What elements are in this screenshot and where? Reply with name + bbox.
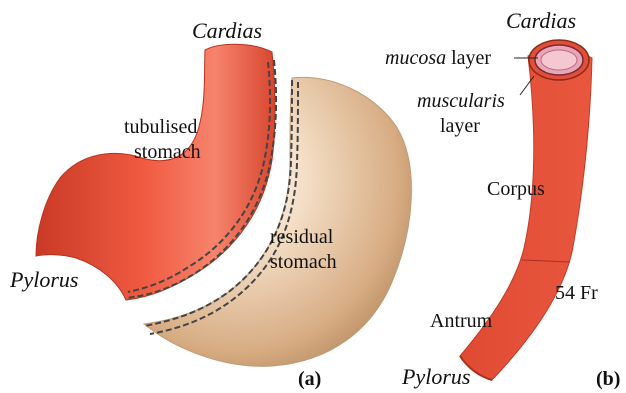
antrum-label: Antrum bbox=[430, 310, 493, 332]
muscularis-label-line2: layer bbox=[440, 115, 480, 137]
mucosa-label-italic: mucosa bbox=[385, 47, 446, 69]
pylorus-label-a: Pylorus bbox=[9, 267, 78, 292]
residual-label-line1: residual bbox=[270, 226, 334, 248]
panel-b: Cardias mucosa layer muscularis layer Co… bbox=[385, 8, 620, 390]
mucosa-label-rest: layer bbox=[446, 47, 491, 69]
panel-a: Cardias tubulised stomach residual stoma… bbox=[9, 18, 411, 390]
cardias-label-b: Cardias bbox=[506, 8, 576, 33]
tubulised-label-line1: tubulised bbox=[124, 116, 197, 138]
corpus-label: Corpus bbox=[487, 178, 545, 200]
size-label: 54 Fr bbox=[555, 282, 598, 304]
caption-a: (a) bbox=[298, 368, 321, 390]
tubulised-label-line2: stomach bbox=[134, 141, 201, 163]
mucosa-label: mucosa layer bbox=[385, 47, 491, 69]
residual-label-line2: stomach bbox=[270, 251, 337, 273]
cardias-label-a: Cardias bbox=[192, 18, 262, 43]
pylorus-label-b: Pylorus bbox=[401, 364, 470, 389]
caption-b: (b) bbox=[596, 368, 620, 390]
muscularis-label-line1: muscularis bbox=[417, 90, 505, 112]
tubulised-stomach-shape bbox=[36, 44, 275, 300]
lumen bbox=[541, 50, 577, 70]
